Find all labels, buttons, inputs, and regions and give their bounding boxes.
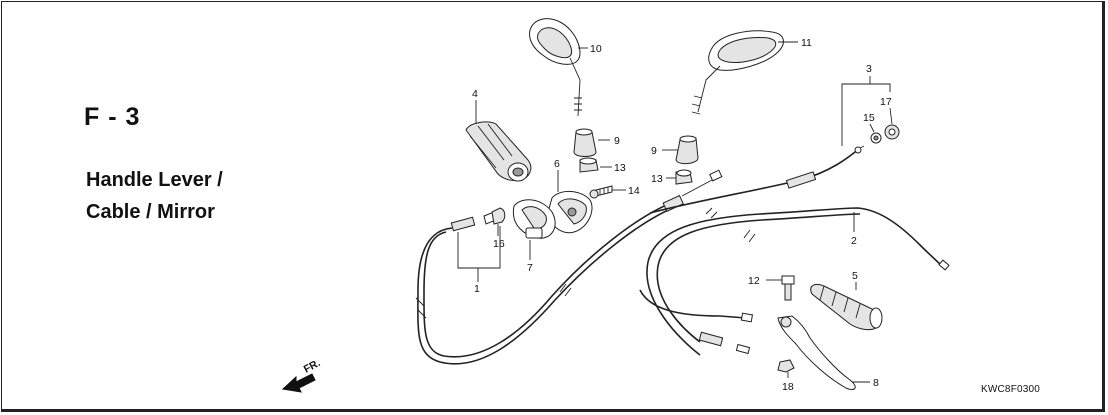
brake-cable-2-inner — [656, 213, 861, 343]
leader-1 — [457, 226, 501, 269]
throttle-housing-lower — [512, 199, 556, 239]
cable-3-adjuster — [785, 171, 817, 189]
cable-2-break — [743, 229, 756, 243]
left-mirror-boot — [573, 128, 597, 157]
callout-13-right: 13 — [651, 173, 663, 185]
callout-17: 17 — [880, 96, 892, 108]
pivot-nut — [777, 359, 795, 373]
cable-1-break — [559, 283, 572, 297]
lever-cable-end-1 — [735, 343, 751, 355]
callout-12: 12 — [748, 275, 760, 287]
callout-9-left: 9 — [614, 135, 620, 147]
callout-3: 3 — [866, 63, 872, 75]
right-mirror-boot — [675, 135, 699, 165]
callout-2: 2 — [851, 235, 857, 247]
right-mirror — [691, 30, 784, 115]
callout-16: 16 — [493, 238, 505, 250]
left-grip — [810, 283, 883, 331]
cable-1-break-2 — [415, 297, 427, 319]
adjuster-cap-17-hole — [888, 128, 896, 136]
cable-2-end — [938, 259, 950, 271]
drawing-code: KWC8F0300 — [981, 384, 1041, 395]
cable-3-break — [705, 207, 718, 219]
callout-5: 5 — [852, 270, 858, 282]
callout-4: 4 — [472, 88, 478, 100]
front-direction-arrow-icon — [281, 373, 316, 393]
section-title-line-1: Handle Lever / — [86, 169, 223, 191]
callout-6: 6 — [554, 158, 560, 170]
cable-1-end — [681, 179, 713, 197]
brake-lever — [777, 315, 856, 391]
throttle-housing-upper — [547, 191, 593, 234]
callout-11: 11 — [801, 37, 812, 49]
leader-17 — [889, 107, 893, 125]
front-marker: FR. — [302, 357, 323, 376]
callout-8: 8 — [873, 377, 879, 389]
cable-1-end-fitting — [709, 169, 723, 182]
callout-13-left: 13 — [614, 162, 626, 174]
callout-7: 7 — [527, 262, 533, 274]
callout-10: 10 — [590, 43, 602, 55]
brake-cable-2 — [646, 207, 943, 356]
callout-18: 18 — [782, 381, 794, 393]
lever-cable-end-2 — [740, 312, 754, 323]
throttle-grip — [465, 121, 532, 182]
left-mirror — [529, 18, 582, 117]
cable-3-end — [859, 145, 865, 149]
callout-1: 1 — [474, 283, 480, 295]
throttle-cable-1-inner — [423, 200, 677, 358]
section-title-line-2: Cable / Mirror — [86, 201, 215, 223]
section-code: F - 3 — [84, 103, 141, 131]
left-mirror-nut — [579, 157, 599, 173]
section-title: Handle Lever / Cable / Mirror — [86, 164, 223, 228]
right-mirror-nut — [675, 169, 693, 185]
callout-9-right: 9 — [651, 145, 657, 157]
callout-15: 15 — [863, 112, 875, 124]
callout-14: 14 — [628, 185, 640, 197]
leader-15 — [869, 123, 875, 133]
pivot-bolt — [781, 275, 795, 301]
leader-3 — [841, 83, 891, 146]
cable-nut — [450, 207, 506, 232]
housing-screw — [589, 185, 613, 199]
lever-cable — [639, 289, 747, 319]
throttle-cable-1 — [417, 204, 681, 365]
lever-cable-adjuster — [698, 331, 724, 347]
adjuster-nut-15-hole — [873, 135, 879, 141]
cable-3-end-nipple — [854, 146, 862, 154]
